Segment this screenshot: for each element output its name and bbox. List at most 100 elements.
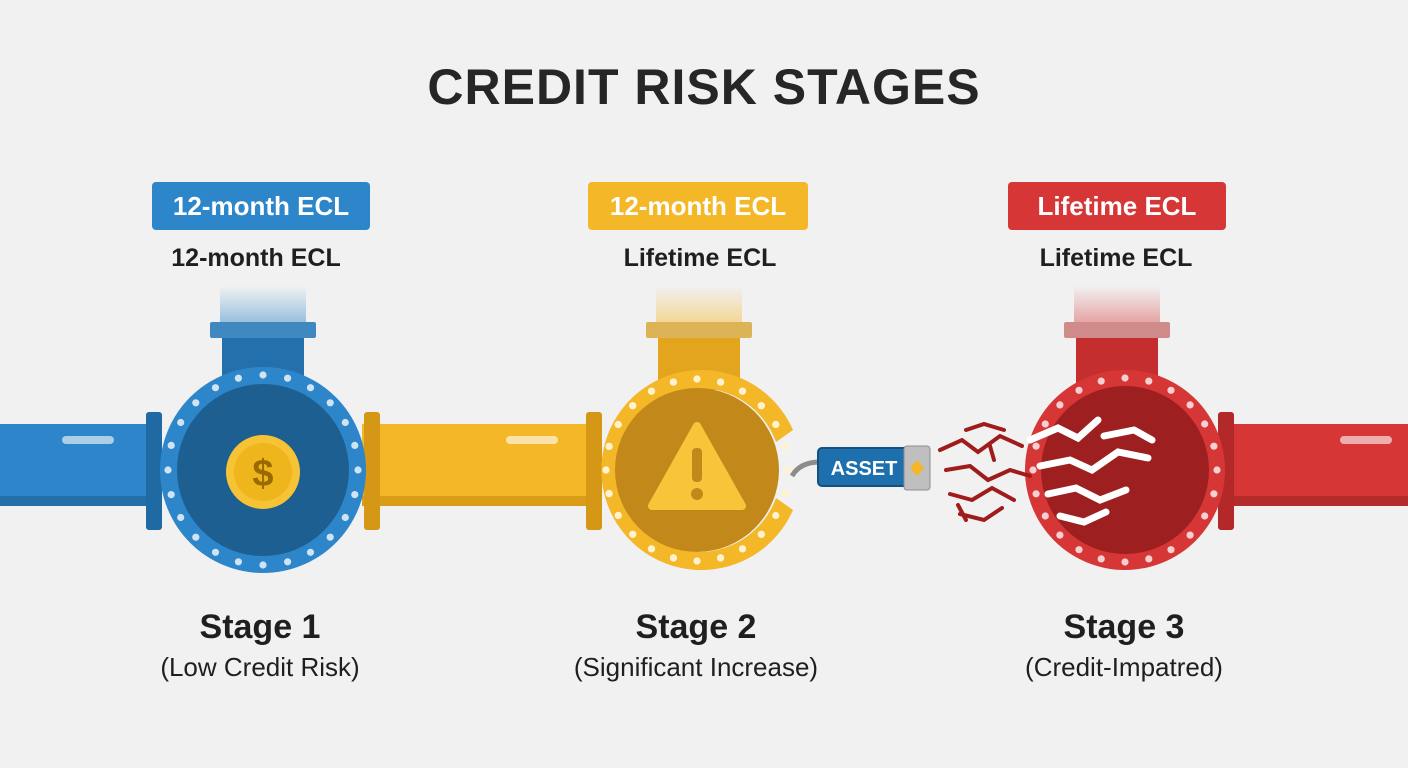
flange-bolt <box>177 513 185 522</box>
stage-2-name: Stage 2 <box>635 608 757 646</box>
stage-3-sublabel: Lifetime ECL <box>1039 244 1193 272</box>
flange-bolt <box>1056 401 1064 409</box>
flange-bolt <box>284 558 292 566</box>
flange-bolt <box>167 491 175 499</box>
flange-bolt <box>341 513 349 522</box>
flange-bolt <box>602 466 610 474</box>
flange-bolt <box>1145 377 1153 385</box>
flange-bolt <box>1097 377 1105 385</box>
crack-lines <box>938 421 1032 523</box>
flange-bolt <box>1075 386 1083 394</box>
flange-bolt <box>192 533 200 541</box>
stage-3-name: Stage 3 <box>1063 608 1185 646</box>
flange-bolt <box>605 490 613 498</box>
flange-bolt <box>354 466 362 474</box>
flange-bolt <box>234 558 242 566</box>
flange-bolt <box>1121 558 1129 566</box>
stage-2-sublabel: Lifetime ECL <box>623 244 777 272</box>
flange-bolt <box>629 402 637 410</box>
flange-bolt <box>757 530 765 538</box>
warning-triangle-icon <box>648 422 746 510</box>
flange-bolt <box>326 399 334 407</box>
flange-bolt <box>326 533 334 541</box>
stage-2-badge: 12-month ECL <box>588 182 808 230</box>
flange-bolt <box>738 387 747 395</box>
flange-bolt <box>1210 490 1218 498</box>
vertical-pipe-blue <box>210 286 316 390</box>
flange-bolt <box>614 511 622 520</box>
flange-bolt <box>1186 401 1194 409</box>
flange-bolt <box>1032 442 1040 450</box>
flange-bolt <box>211 548 220 556</box>
flange-bolt <box>1041 512 1049 520</box>
asset-tag: ASSET <box>789 445 931 491</box>
pipe-segment-red <box>1218 412 1408 530</box>
flange-bolt <box>669 554 678 562</box>
flange-bolt <box>234 374 242 382</box>
flange-bolt <box>781 442 789 450</box>
flange-bolt <box>306 384 315 392</box>
flange-bolt <box>177 418 185 427</box>
stage-3-valve <box>938 370 1225 570</box>
stage-3-badge: Lifetime ECL <box>1008 182 1226 230</box>
flange-bolt <box>784 466 792 474</box>
pipe-segment-yellow <box>362 412 602 530</box>
flange-bolt <box>693 375 701 383</box>
dollar-coin-icon: $ <box>226 435 300 509</box>
flange-bolt <box>1097 555 1105 563</box>
flange-bolt <box>192 399 200 407</box>
flange-bolt <box>164 466 172 474</box>
flange-bolt <box>629 530 637 538</box>
stage-2-valve <box>601 369 793 570</box>
flange-bolt <box>717 378 725 386</box>
flange-bolt <box>1210 442 1218 450</box>
flange-bolt <box>605 442 613 450</box>
flange-bolt <box>1201 420 1209 428</box>
flange-bolt <box>1213 466 1221 474</box>
flange-bolt <box>647 387 656 395</box>
flange-bolt <box>259 371 267 379</box>
flange-bolt <box>781 490 789 498</box>
stage-2-description: (Significant Increase) <box>573 652 819 682</box>
flange-bolt <box>1145 555 1153 563</box>
flange-bolt <box>738 545 747 553</box>
flange-bolt <box>1121 374 1129 382</box>
svg-text:$: $ <box>252 453 273 495</box>
flange-bolt <box>1056 531 1064 539</box>
flange-bolt <box>284 374 292 382</box>
flange-bolt <box>351 441 359 449</box>
flange-bolt <box>1032 490 1040 498</box>
asset-tag-label: ASSET <box>831 458 898 480</box>
flange-bolt <box>1186 531 1194 539</box>
flange-bolt <box>772 420 780 429</box>
flange-bolt <box>306 548 315 556</box>
flange-bolt <box>351 491 359 499</box>
flange-bolt <box>1029 466 1037 474</box>
flange-bolt <box>757 402 765 410</box>
flange-bolt <box>647 545 656 553</box>
flange-bolt <box>669 378 678 386</box>
pipe-segment-blue <box>0 412 162 530</box>
stage-1-name: Stage 1 <box>199 608 321 646</box>
stage-1-valve: $ <box>160 367 366 573</box>
flange-bolt <box>1167 546 1175 554</box>
cracks-icon <box>1026 416 1156 526</box>
stage-1-sublabel: 12-month ECL <box>171 244 341 272</box>
flange-bolt <box>341 418 349 427</box>
flange-bolt <box>1167 386 1175 394</box>
stage-3-description: (Credit-Impatred) <box>1025 652 1223 682</box>
stage-1-description: (Low Credit Risk) <box>160 652 360 682</box>
flange-bolt <box>717 554 725 562</box>
flange-bolt <box>259 561 267 569</box>
flange-bolt <box>693 557 701 565</box>
flange-bolt <box>772 511 780 520</box>
flange-bolt <box>1201 512 1209 520</box>
flange-bolt <box>614 420 622 429</box>
stage-1-badge: 12-month ECL <box>152 182 370 230</box>
flange-bolt <box>1041 420 1049 428</box>
page-title: CREDIT RISK STAGES <box>427 59 981 115</box>
flange-bolt <box>211 384 220 392</box>
flange-bolt <box>1075 546 1083 554</box>
flange-bolt <box>167 441 175 449</box>
